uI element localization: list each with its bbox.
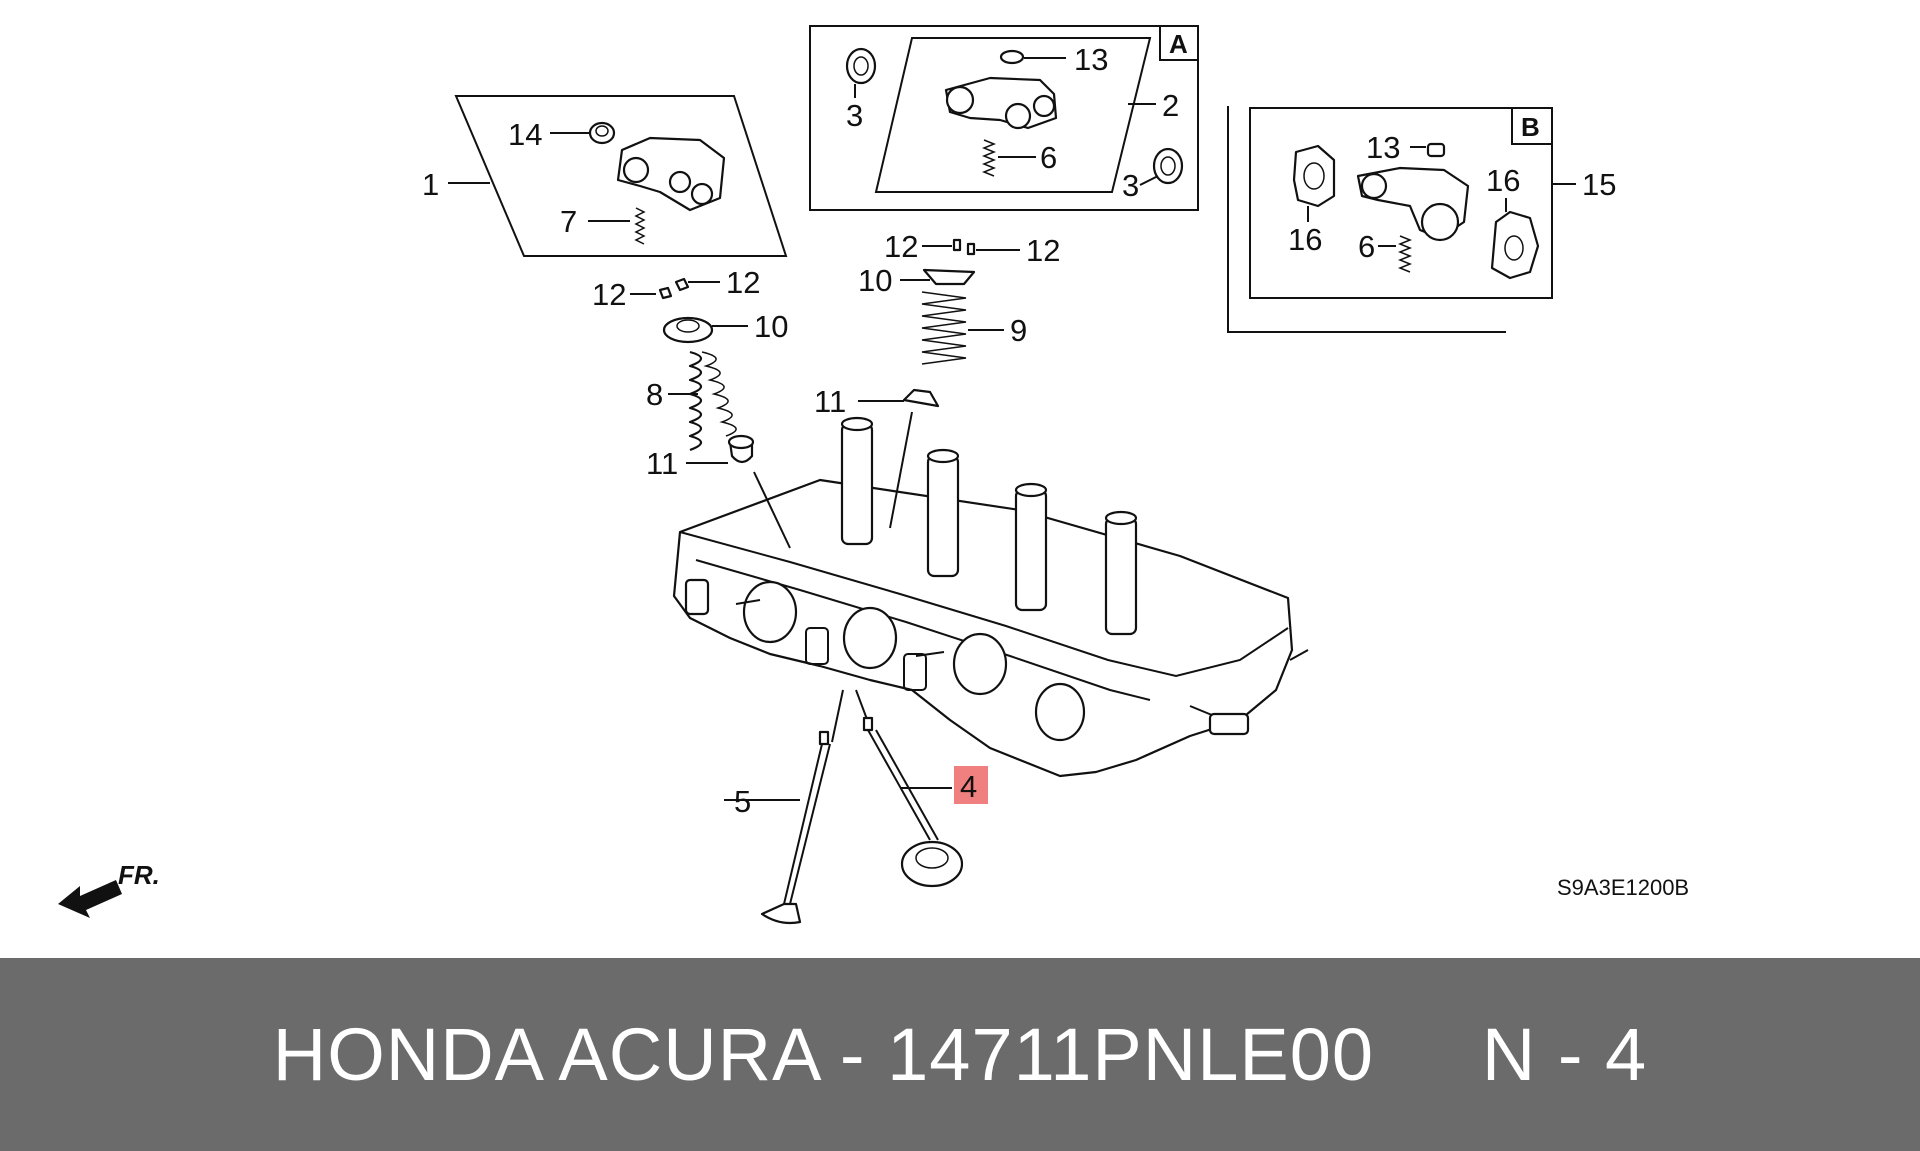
valve-train-right — [858, 238, 1020, 408]
callout-13a: 13 — [1074, 42, 1108, 77]
callout-1: 1 — [422, 167, 439, 202]
detail-box-a — [809, 25, 1199, 211]
highlight-part-4 — [954, 766, 988, 804]
detail-box-b — [1227, 106, 1576, 333]
callout-3a: 3 — [846, 98, 863, 133]
valve-train-left — [630, 277, 755, 464]
valves — [724, 689, 964, 925]
callout-4: 4 — [960, 769, 977, 804]
callout-5: 5 — [734, 784, 751, 819]
callout-9: 9 — [1010, 313, 1027, 348]
callout-12a: 12 — [592, 277, 626, 312]
callout-7: 7 — [560, 204, 577, 239]
front-arrow-icon: FR. — [58, 860, 160, 918]
callout-16a: 16 — [1288, 222, 1322, 257]
callout-6a: 6 — [1040, 140, 1057, 175]
callout-12d: 12 — [1026, 233, 1060, 268]
callout-12c: 12 — [884, 229, 918, 264]
rocker-arm-assembly-group-1 — [448, 95, 788, 257]
box-label-a: A — [1169, 29, 1188, 59]
part-number-text: HONDA ACURA - 14711PNLE00 N - 4 — [272, 1013, 1648, 1096]
callout-8: 8 — [646, 377, 663, 412]
callout-11b: 11 — [814, 384, 846, 419]
cylinder-head — [672, 411, 1309, 778]
callout-12b: 12 — [726, 265, 760, 300]
callout-15: 15 — [1582, 167, 1616, 202]
callout-16b: 16 — [1486, 163, 1520, 198]
callout-10a: 10 — [754, 309, 788, 344]
callout-3b: 3 — [1122, 168, 1139, 203]
callout-6b: 6 — [1358, 229, 1375, 264]
callout-13b: 13 — [1366, 130, 1400, 165]
callout-11a: 11 — [646, 446, 678, 481]
part-number-banner: HONDA ACURA - 14711PNLE00 N - 4 — [0, 958, 1920, 1151]
front-arrow-label: FR. — [118, 860, 160, 890]
callout-10b: 10 — [858, 263, 892, 298]
parts-diagram: FR. 1 2 3 3 4 5 6 6 7 8 9 10 10 11 11 12… — [58, 25, 1689, 925]
callout-2: 2 — [1162, 88, 1179, 123]
diagram-code: S9A3E1200B — [1557, 875, 1689, 900]
box-label-b: B — [1521, 112, 1540, 142]
callout-14: 14 — [508, 117, 542, 152]
